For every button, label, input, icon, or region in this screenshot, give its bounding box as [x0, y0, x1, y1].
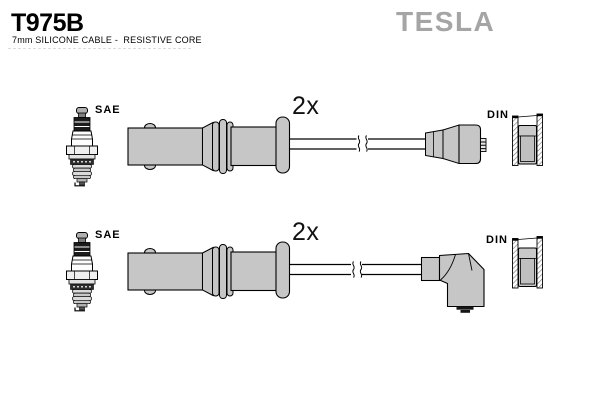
din-socket-icon [512, 113, 543, 166]
quantity-label-row2: 2x [292, 218, 320, 246]
din-label-row2: DIN [486, 234, 508, 246]
sae-boot-icon [127, 116, 291, 175]
sae-boot-icon [127, 241, 291, 300]
din-socket-icon [512, 236, 543, 289]
part-number-title: T975B [11, 9, 84, 37]
angled-distributor-boot-icon [420, 252, 485, 313]
spark-plug-icon [65, 106, 99, 187]
straight-distributor-boot-icon [425, 124, 487, 165]
spark-plug-icon [65, 231, 99, 312]
quantity-label-row1: 2x [292, 92, 320, 120]
product-subtitle: 7mm SILICONE CABLE - RESISTIVE CORE [12, 35, 202, 45]
cable-break-icon [357, 135, 368, 152]
cable-row1 [289, 135, 426, 152]
tesla-logo: TESLA [396, 6, 496, 37]
cable-break-icon [352, 261, 363, 278]
header-divider [8, 48, 191, 49]
sae-label-row2: SAE [95, 229, 121, 241]
cable-row2 [289, 261, 422, 278]
sae-label-row1: SAE [95, 104, 121, 116]
din-label-row1: DIN [487, 109, 509, 121]
